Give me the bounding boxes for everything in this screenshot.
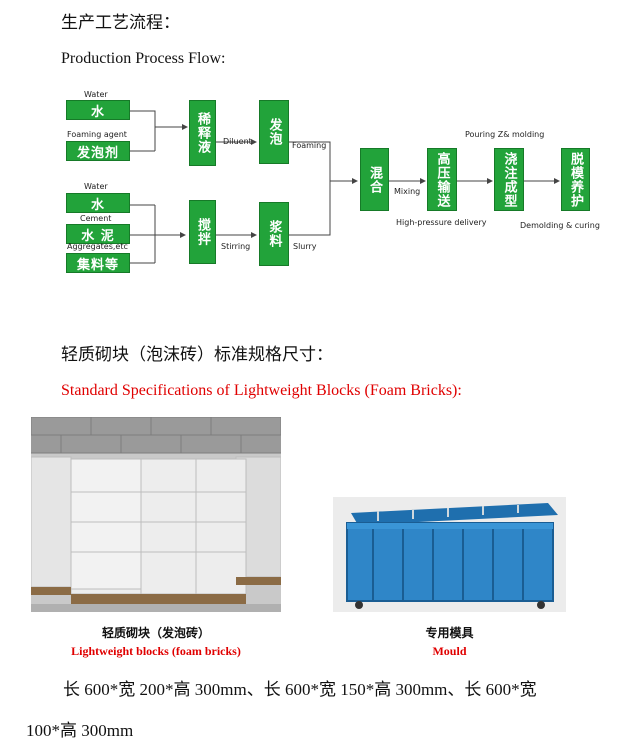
spec-sizes-line-2: 100*高 300mm <box>26 721 134 740</box>
foaming-agent-label: Foaming agent <box>67 130 127 139</box>
high-pressure-label: High-pressure delivery <box>396 218 487 227</box>
heading-en: Production Process Flow: <box>61 50 226 67</box>
cement-label: Cement <box>80 214 112 223</box>
pouring-box: 浇注成型 <box>494 148 524 211</box>
spec-heading-en: Standard Specifications of Lightweight B… <box>61 382 462 399</box>
heading-cn: 生产工艺流程： <box>61 13 180 32</box>
mould-photo <box>333 497 566 612</box>
mould-caption-cn: 专用模具 <box>425 626 474 640</box>
demolding-box: 脱模养护 <box>561 148 590 211</box>
foaming-agent-box: 发泡剂 <box>66 141 130 161</box>
slurry-box: 浆料 <box>259 202 289 266</box>
flow-arrows <box>130 110 560 264</box>
pouring-label: Pouring Z& molding <box>465 130 545 139</box>
foam-bricks-caption-en: Lightweight blocks (foam bricks) <box>71 644 241 658</box>
spec-heading-cn: 轻质砌块（泡沫砖）标准规格尺寸： <box>61 345 333 364</box>
mould-caption-en: Mould <box>432 644 467 658</box>
water-label-1: Water <box>84 90 108 99</box>
slurry-label: Slurry <box>293 242 317 251</box>
high-pressure-box: 高压输送 <box>427 148 457 211</box>
mould-illustration <box>333 497 566 612</box>
stirring-label: Stirring <box>221 242 251 251</box>
water-label-2: Water <box>84 182 108 191</box>
mixing-label: Mixing <box>394 187 421 196</box>
water-box-2: 水 <box>66 193 130 213</box>
spec-sizes-line-1: 长 600*宽 200*高 300mm、长 600*宽 150*高 300mm、… <box>63 680 537 699</box>
water-box-1: 水 <box>66 100 130 120</box>
mix-box: 混合 <box>360 148 389 211</box>
foam-box: 发泡 <box>259 100 289 164</box>
foam-bricks-illustration <box>31 417 281 612</box>
aggregates-box: 集料等 <box>66 253 130 273</box>
stir-box: 搅拌 <box>189 200 216 264</box>
process-flow-diagram: Water 水 Foaming agent 发泡剂 Water 水 Cement… <box>0 85 625 285</box>
foaming-step-label: Foaming <box>292 141 327 150</box>
diluent-label: Diluent <box>223 137 252 146</box>
cement-box: 水 泥 <box>66 224 130 244</box>
aggregates-label: Aggregates,etc <box>67 242 128 251</box>
foam-bricks-photo <box>31 417 281 612</box>
demolding-label: Demolding & curing <box>520 221 600 230</box>
foam-bricks-caption-cn: 轻质砌块（发泡砖） <box>101 626 210 640</box>
dilute-box: 稀释液 <box>189 100 216 166</box>
